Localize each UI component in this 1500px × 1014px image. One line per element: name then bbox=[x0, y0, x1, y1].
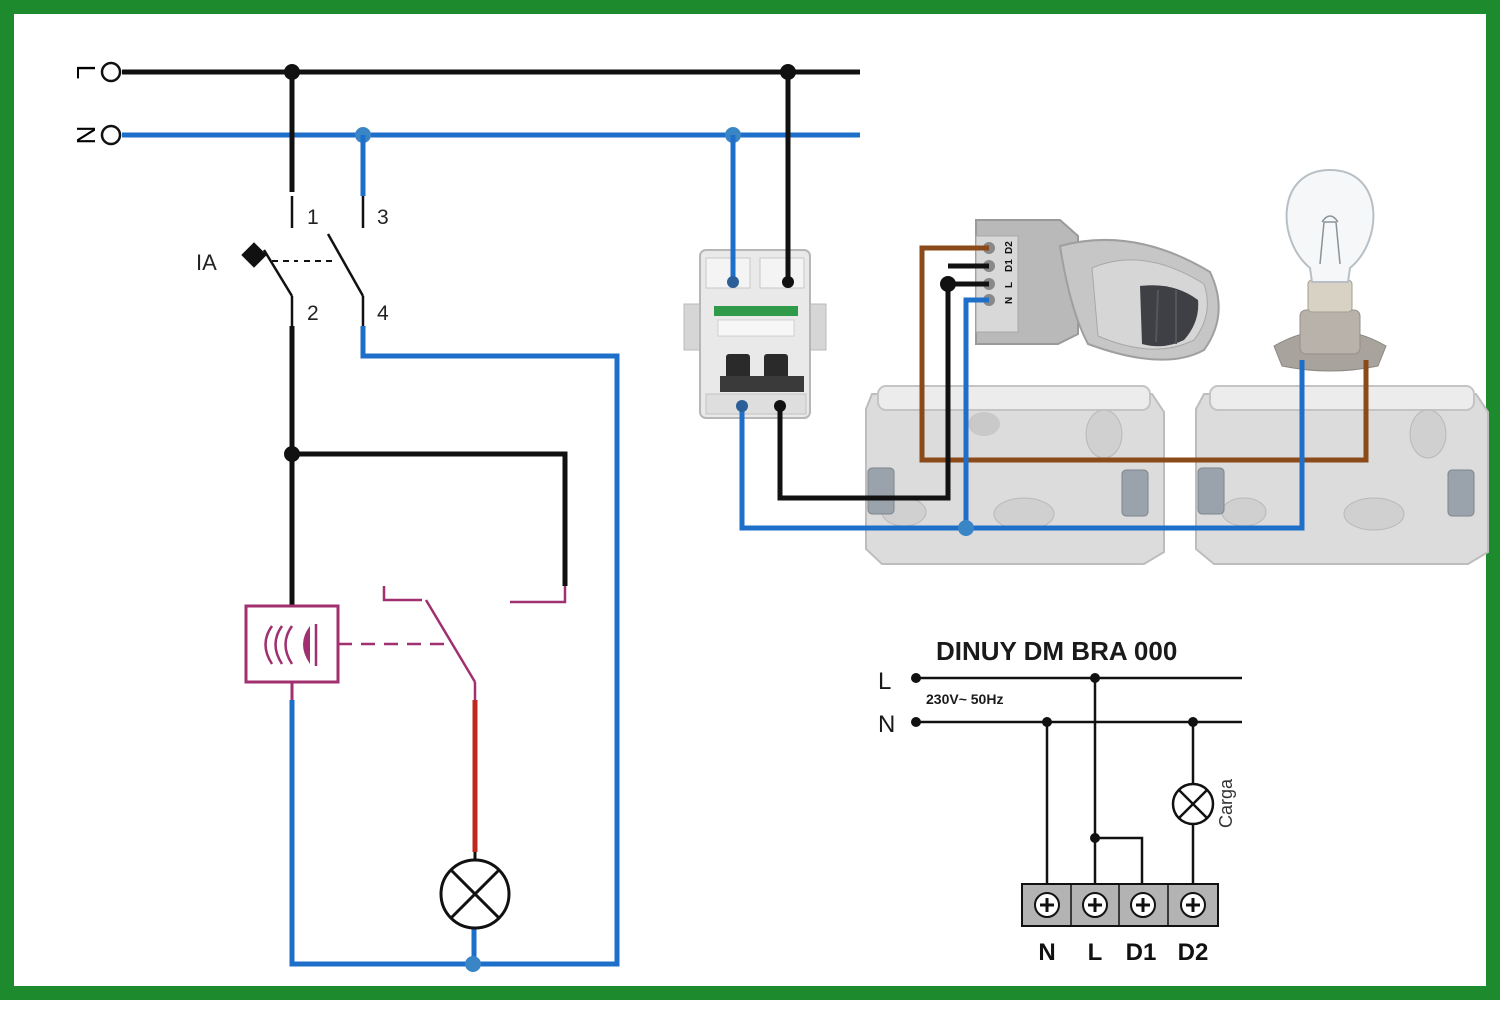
terminal-d1-label: D1 bbox=[1126, 939, 1157, 966]
sensor-terminal-d2: D2 bbox=[1004, 241, 1015, 254]
terminal-1: 1 bbox=[307, 206, 319, 229]
terminal-3: 3 bbox=[377, 206, 389, 229]
load-label: Carga bbox=[1216, 778, 1236, 828]
screw-icon bbox=[1034, 892, 1060, 918]
live-terminal bbox=[100, 61, 122, 83]
inset-title: DINUY DM BRA 000 bbox=[936, 636, 1177, 666]
circuit-breaker-ia: 1 3 2 4 IA bbox=[196, 72, 389, 326]
supply-lines: L N bbox=[71, 61, 860, 146]
inset-line-l-label: L bbox=[878, 668, 891, 695]
neutral-line-label: N bbox=[71, 126, 101, 145]
inset-diagram: DINUY DM BRA 000 L N 230V~ 50Hz Carga bbox=[878, 636, 1242, 966]
supply-rating: 230V~ 50Hz bbox=[926, 691, 1003, 707]
wiring-diagram: L N 1 3 2 4 IA bbox=[71, 61, 1489, 972]
neutral-wiring bbox=[289, 326, 620, 972]
sensor-terminal-d1: D1 bbox=[1004, 259, 1015, 272]
live-line-label: L bbox=[71, 65, 101, 79]
screw-icon bbox=[1082, 892, 1108, 918]
terminal-2: 2 bbox=[307, 302, 319, 325]
load-lamp-icon bbox=[1171, 782, 1215, 826]
trip-mechanism-icon bbox=[241, 242, 267, 268]
sensor-terminal-labels: N L D1 D2 bbox=[1004, 241, 1015, 304]
lamp-symbol bbox=[439, 852, 511, 930]
screw-icon bbox=[1130, 892, 1156, 918]
wall-box-right bbox=[1195, 385, 1489, 565]
inset-line-n-label: N bbox=[878, 711, 895, 738]
motion-sensor-device bbox=[975, 219, 1220, 361]
wall-box-left bbox=[865, 385, 1165, 565]
live-wiring bbox=[284, 326, 568, 606]
neutral-terminal bbox=[100, 124, 122, 146]
sensor-terminal-l: L bbox=[1004, 282, 1015, 288]
breaker-label: IA bbox=[196, 250, 217, 275]
pictorial-wiring bbox=[727, 72, 1369, 536]
terminal-n-label: N bbox=[1038, 939, 1055, 966]
light-bulb-icon bbox=[1273, 168, 1387, 372]
terminal-l-label: L bbox=[1088, 939, 1103, 966]
terminal-block bbox=[1021, 883, 1219, 927]
screw-icon bbox=[1180, 892, 1206, 918]
sensor-terminal-n: N bbox=[1004, 297, 1015, 304]
terminal-d2-label: D2 bbox=[1178, 939, 1209, 966]
motion-detector-symbol bbox=[244, 604, 446, 700]
din-breaker-device bbox=[683, 249, 827, 419]
terminal-4: 4 bbox=[377, 302, 389, 325]
detector-contact bbox=[382, 586, 567, 852]
